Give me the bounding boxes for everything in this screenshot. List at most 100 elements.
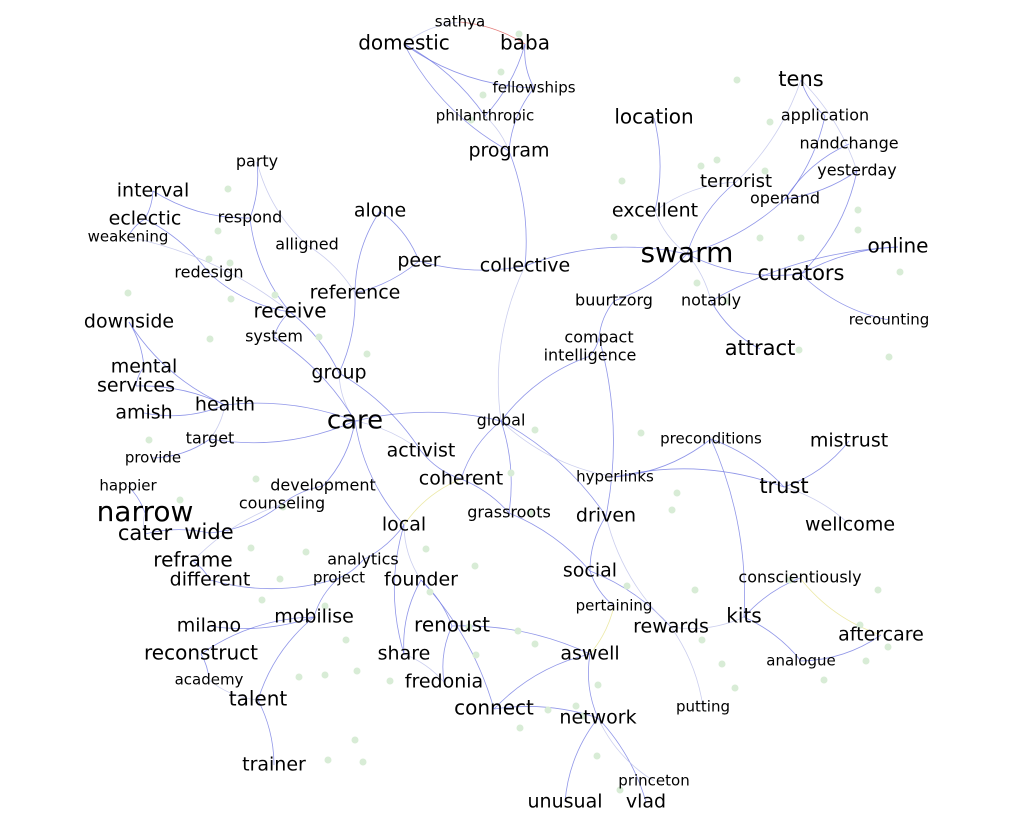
graph-edge [493, 653, 591, 710]
graph-edge [799, 577, 882, 636]
graph-node [594, 681, 602, 689]
word-label-happier: happier [99, 477, 157, 495]
word-label-cater: cater [118, 521, 173, 545]
graph-edge [459, 21, 526, 45]
graph-node [531, 640, 539, 648]
graph-node [321, 602, 329, 610]
graph-edge [192, 503, 283, 562]
graph-edge [403, 579, 422, 655]
graph-edge [403, 43, 510, 152]
graph-node [616, 786, 624, 794]
graph-edge [800, 170, 858, 275]
graph-edge [654, 181, 737, 212]
graph-edge [508, 87, 535, 152]
word-label-conscientiously: conscientiously [738, 568, 861, 587]
graph-edge [800, 79, 826, 117]
graph-edge [500, 355, 591, 422]
graph-node [226, 259, 234, 267]
graph-node [252, 475, 260, 483]
word-label-fredonia: fredonia [405, 671, 483, 693]
graph-edge [354, 210, 381, 294]
graph-node [795, 346, 803, 354]
graph-node [593, 752, 601, 760]
word-label-founder: founder [384, 569, 458, 591]
graph-edge [209, 420, 356, 444]
word-label-connect: connect [454, 696, 534, 720]
graph-node [862, 657, 870, 665]
graph-node [623, 582, 631, 590]
graph-edge [598, 300, 615, 339]
word-label-swarm: swarm [641, 236, 734, 269]
graph-edge [313, 577, 340, 618]
graph-edge [497, 265, 526, 422]
graph-node [786, 576, 794, 584]
graph-edge [784, 115, 826, 200]
graph-edge [686, 198, 786, 255]
word-label-analogue: analogue [766, 652, 836, 670]
word-label-social: social [563, 560, 617, 582]
graph-edge [256, 161, 308, 246]
word-label-kits: kits [726, 604, 761, 628]
graph-edge [152, 190, 251, 219]
graph-edge [209, 404, 226, 440]
word-label-redesign: redesign [174, 263, 243, 282]
word-label-receive: receive [253, 299, 326, 323]
graph-edge [152, 438, 211, 459]
graph-edge [144, 190, 154, 220]
word-label-mobilise: mobilise [274, 606, 354, 628]
word-label-coherent: coherent [419, 468, 503, 490]
graph-node [673, 489, 681, 497]
graph-node [697, 162, 705, 170]
graph-edge [686, 253, 802, 276]
graph-node [885, 353, 893, 361]
graph-node [302, 548, 310, 556]
word-label-renoust: renoust [414, 613, 490, 637]
graph-edge [686, 181, 737, 255]
word-label-wellcome: wellcome [805, 514, 895, 536]
graph-node [471, 562, 479, 570]
graph-edge [338, 292, 356, 374]
graph-edge [306, 244, 356, 294]
word-label-milano: milano [177, 615, 241, 637]
graph-edge [460, 478, 510, 514]
word-label-rewards: rewards [633, 616, 709, 638]
graph-edge [128, 321, 226, 406]
graph-edge [403, 653, 445, 683]
graph-edge [460, 420, 502, 480]
graph-node [618, 177, 626, 185]
word-label-putting: putting [676, 698, 730, 716]
graph-edge [249, 217, 291, 313]
graph-node [472, 651, 480, 659]
graph-edge [200, 616, 315, 655]
graph-edge [338, 372, 422, 452]
graph-edge [484, 115, 510, 152]
graph-edge [209, 577, 340, 590]
word-label-notably: notably [681, 291, 741, 310]
word-label-hyperlinks: hyperlinks [576, 468, 654, 486]
graph-edge [379, 210, 420, 262]
graph-node [276, 575, 284, 583]
word-label-recounting: recounting [849, 311, 930, 329]
graph-edge [208, 679, 259, 701]
graph-edge [743, 616, 802, 662]
graph-node [176, 496, 184, 504]
graph-edge [127, 236, 291, 313]
graph-edge [686, 253, 712, 302]
word-label-care: care [327, 406, 383, 436]
graph-edge [362, 524, 405, 561]
word-label-attract: attract [725, 336, 796, 360]
graph-edge [589, 515, 607, 572]
word-label-wide: wide [184, 520, 233, 544]
graph-edge [670, 626, 704, 708]
graph-edge [710, 246, 899, 302]
word-label-reconstruct: reconstruct [144, 641, 258, 665]
word-label-respond: respond [218, 208, 283, 227]
graph-edge [143, 512, 146, 535]
graph-node [497, 68, 505, 76]
graph-edge [322, 420, 356, 487]
graph-edge [500, 420, 607, 517]
word-label-curators: curators [757, 261, 844, 285]
graph-node [279, 503, 287, 511]
graph-node [718, 660, 726, 668]
graph-node [756, 234, 764, 242]
